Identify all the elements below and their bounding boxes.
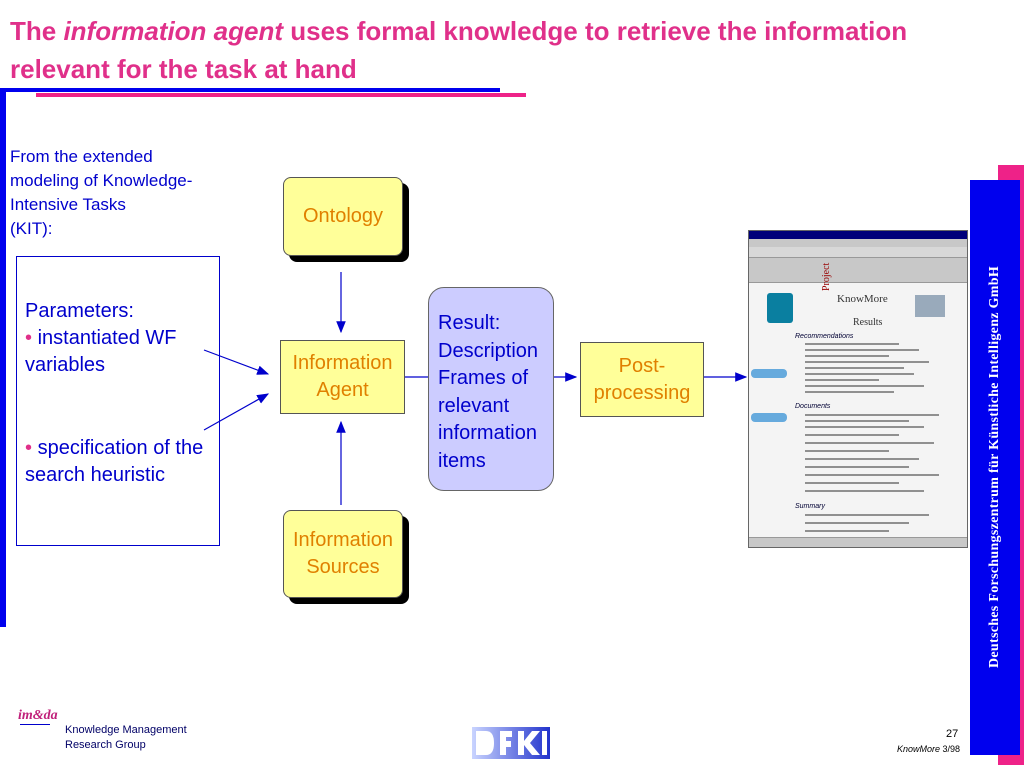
result-line-4: relevant [438,394,510,417]
agent-label-line-2: Agent [316,379,369,401]
post-label-line-1: Post- [618,354,666,377]
dfki-logo [472,727,550,759]
results-page-screenshot: Project KnowMore Results Recommendations… [748,230,968,548]
section-summary: Summary [795,503,825,510]
result-text: Result: Description Frames of relevant i… [438,310,553,475]
page-logo-icon [767,293,793,323]
agent-label-line-1: Information [292,352,393,374]
sidebar-blue-band [970,180,1020,755]
imda-logo-rule [20,724,50,725]
result-box [428,287,554,491]
post-processing-box: Post- processing [580,342,704,417]
ontology-box: Ontology [283,177,403,256]
page-header-results: Results [853,317,883,328]
parameters-heading: Parameters: [25,300,134,322]
parameters-box [16,256,220,546]
parameter-item-1-text: instantiated WF [32,327,177,349]
result-text-lines [805,343,939,532]
sources-label-line-2: Sources [306,556,380,578]
parameter-item-2-line-1: • specification of the [25,434,203,462]
title-part1: The [10,16,64,46]
arrow-param1-to-agent [203,349,270,375]
bullet-2: • [25,437,33,459]
left-accent-bar [0,92,6,627]
browser-titlebar [749,231,967,239]
section-recommendations: Recommendations [795,333,854,340]
bullet-1: • [25,327,33,349]
arrow-param2-to-agent [203,393,270,431]
browser-menubar [749,239,967,247]
footer-note-italic: KnowMore [897,744,941,754]
result-line-1: Result: [438,312,501,334]
page-number: 27 [946,728,959,740]
imda-logo: im&da [18,708,58,723]
title-part2: uses formal knowledge to retrieve the in… [10,16,908,84]
information-agent-box: Information Agent [280,340,405,414]
title-underline-pink [36,93,526,97]
browser-toolbar [749,258,967,283]
side-button-2 [751,413,787,422]
page-header-knowmore: KnowMore [837,293,888,305]
research-group-line-2: Research Group [65,739,146,751]
information-sources-label: Information Sources [293,527,393,581]
information-sources-box: Information Sources [283,510,403,598]
sources-label-line-1: Information [292,529,394,551]
parameter-item-1-line-1: • instantiated WF [25,324,177,352]
research-group-line-1: Knowledge Management [65,724,187,736]
browser-statusbar [749,537,967,547]
slide-title: The information agent uses formal knowle… [10,12,910,88]
research-group-label: Knowledge Management Research Group [65,723,187,753]
title-emphasis: information agent [63,16,284,46]
section-documents: Documents [795,403,831,410]
intro-line-4: (KIT): [10,219,53,238]
result-line-5: information [438,422,537,444]
intro-line-1: From the extended [10,147,153,166]
result-line-6: items [438,449,486,472]
ontology-label: Ontology [302,205,384,227]
sidebar-organization-text: Deutsches Forschungszentrum für Künstlic… [987,265,1002,669]
intro-text: From the extended modeling of Knowledge-… [10,145,230,241]
side-button-1 [751,369,787,378]
sidebar-text-container: Deutsches Forschungszentrum für Künstlic… [970,180,1020,755]
intro-line-3: Intensive Tasks [10,195,126,214]
footer-note: KnowMore 3/98 [897,744,960,754]
post-label-line-2: processing [593,381,691,404]
dfki-mini-logo [915,295,945,317]
parameter-item-2-line-2: search heuristic [25,464,166,486]
information-agent-label: Information Agent [292,350,392,404]
intro-line-2: modeling of Knowledge- [10,171,193,190]
footer-note-date: 3/98 [940,744,961,754]
browser-urlbar [749,247,967,258]
result-line-3: Frames of [438,367,529,389]
result-line-2: Description [438,339,539,362]
parameter-item-1-line-2: variables [25,354,106,376]
post-processing-label: Post- processing [594,353,691,407]
parameter-item-2-text: specification of the [32,437,204,459]
title-underline-blue [0,88,500,92]
